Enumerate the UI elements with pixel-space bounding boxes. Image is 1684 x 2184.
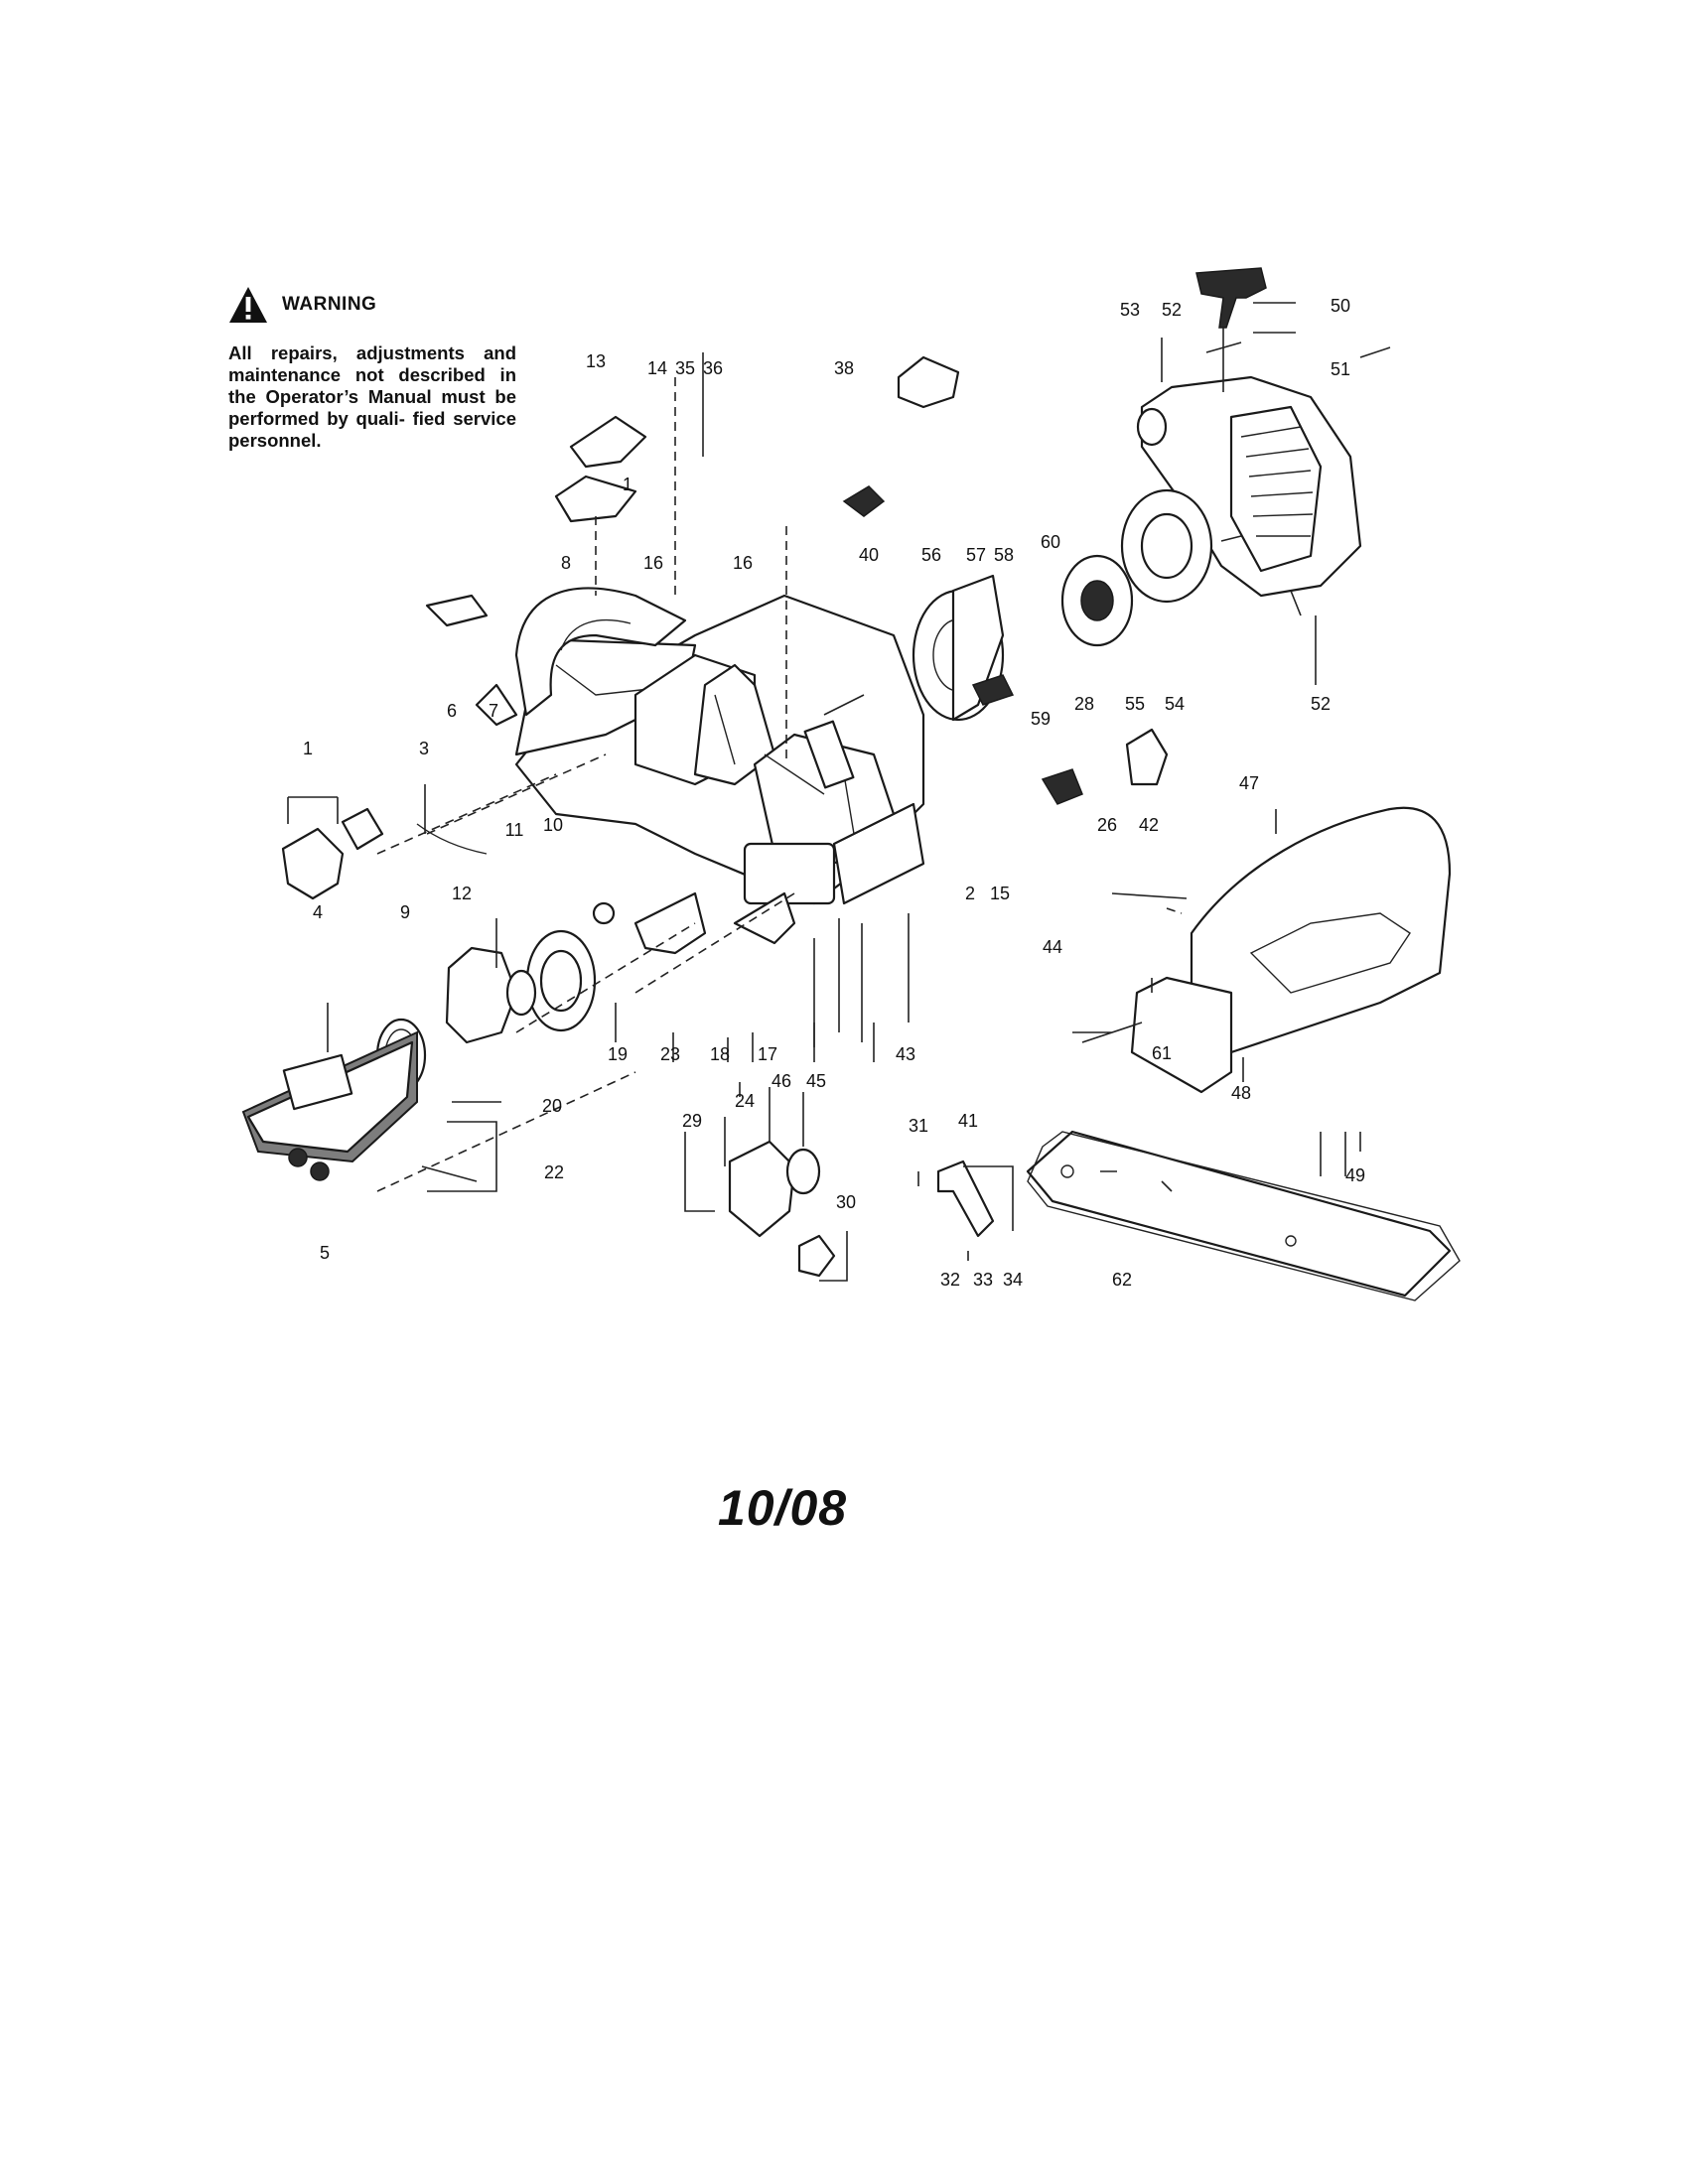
warning-header: WARNING xyxy=(228,283,516,327)
part-label: 31 xyxy=(909,1116,928,1136)
part-label: 34 xyxy=(1003,1270,1023,1290)
part-label: 16 xyxy=(733,553,753,573)
part-label: 5 xyxy=(320,1243,330,1263)
part-label: 41 xyxy=(958,1111,978,1131)
date-code: 10/08 xyxy=(0,1479,1684,1537)
chain-guard xyxy=(1130,806,1452,1094)
part-label: 50 xyxy=(1331,296,1350,316)
part-label: 30 xyxy=(836,1192,856,1212)
part-label: 57 xyxy=(966,545,986,565)
oil-pump-parts xyxy=(728,1140,995,1278)
starter-pulley-and-fan xyxy=(912,488,1213,722)
part-label: 56 xyxy=(921,545,941,565)
part-label: 8 xyxy=(561,553,571,573)
part-label: 48 xyxy=(1231,1083,1251,1103)
part-label: 16 xyxy=(643,553,663,573)
part-label: 58 xyxy=(994,545,1014,565)
part-label: 49 xyxy=(1345,1165,1365,1185)
part-label: 19 xyxy=(608,1044,628,1064)
part-label: 2 xyxy=(965,884,975,903)
part-label: 14 xyxy=(647,358,667,378)
part-label: 51 xyxy=(1331,359,1350,379)
part-label: 33 xyxy=(973,1270,993,1290)
part-label: 22 xyxy=(544,1162,564,1182)
part-label: 3 xyxy=(419,739,429,758)
starter-housing xyxy=(1136,375,1362,598)
part-label: 45 xyxy=(806,1071,826,1091)
bolts-and-screws xyxy=(421,341,1391,1182)
part-label: 59 xyxy=(1031,709,1051,729)
part-label: 38 xyxy=(834,358,854,378)
part-label: 13 xyxy=(586,351,606,371)
part-label: 32 xyxy=(940,1270,960,1290)
warning-text: All repairs, adjustments and maintenance… xyxy=(228,342,516,451)
part-label: 1 xyxy=(303,739,313,758)
clutch-and-brake-parts xyxy=(375,891,796,1093)
date-code-text: 10/08 xyxy=(717,1480,848,1536)
part-label: 12 xyxy=(452,884,472,903)
part-label: 47 xyxy=(1239,773,1259,793)
part-label: 7 xyxy=(489,701,498,721)
part-label: 6 xyxy=(447,701,457,721)
part-label: 54 xyxy=(1165,694,1185,714)
part-label: 40 xyxy=(859,545,879,565)
part-label: 1 xyxy=(623,475,632,494)
part-label: 36 xyxy=(703,358,723,378)
part-label: 46 xyxy=(772,1071,791,1091)
guide-bar-and-chain xyxy=(1026,1130,1461,1301)
part-label: 55 xyxy=(1125,694,1145,714)
part-label: 26 xyxy=(1097,815,1117,835)
part-label: 23 xyxy=(660,1044,680,1064)
top-small-parts xyxy=(281,352,1169,900)
clutch-cover xyxy=(241,1030,418,1181)
part-label: 29 xyxy=(682,1111,702,1131)
rear-handle xyxy=(514,587,687,717)
part-label: 44 xyxy=(1043,937,1062,957)
part-label: 20 xyxy=(542,1096,562,1116)
part-label: 43 xyxy=(896,1044,915,1064)
part-label: 60 xyxy=(1041,532,1060,552)
part-number-labels: 13 14 35 36 38 40 56 57 58 60 53 52 50 5… xyxy=(303,296,1365,1290)
part-label: 24 xyxy=(735,1091,755,1111)
part-label: 18 xyxy=(710,1044,730,1064)
leader-lines xyxy=(287,302,1361,1282)
part-label: 52 xyxy=(1162,300,1182,320)
part-label: 28 xyxy=(1074,694,1094,714)
starter-handle xyxy=(1195,267,1267,392)
warning-triangle-icon xyxy=(229,287,267,323)
part-label: 62 xyxy=(1112,1270,1132,1290)
warning-title: WARNING xyxy=(282,294,377,315)
chain-saw-housing xyxy=(514,594,925,905)
part-label: 35 xyxy=(675,358,695,378)
part-label: 53 xyxy=(1120,300,1140,320)
part-label: 42 xyxy=(1139,815,1159,835)
part-label: 15 xyxy=(990,884,1010,903)
part-label: 10 xyxy=(543,815,563,835)
part-label: 9 xyxy=(400,902,410,922)
part-label: 17 xyxy=(758,1044,777,1064)
part-label: 4 xyxy=(313,902,323,922)
part-label: 61 xyxy=(1152,1043,1172,1063)
part-label: 52 xyxy=(1311,694,1331,714)
warning-block: WARNING All repairs, adjustments and mai… xyxy=(228,283,516,452)
part-label: 11 xyxy=(505,820,524,840)
